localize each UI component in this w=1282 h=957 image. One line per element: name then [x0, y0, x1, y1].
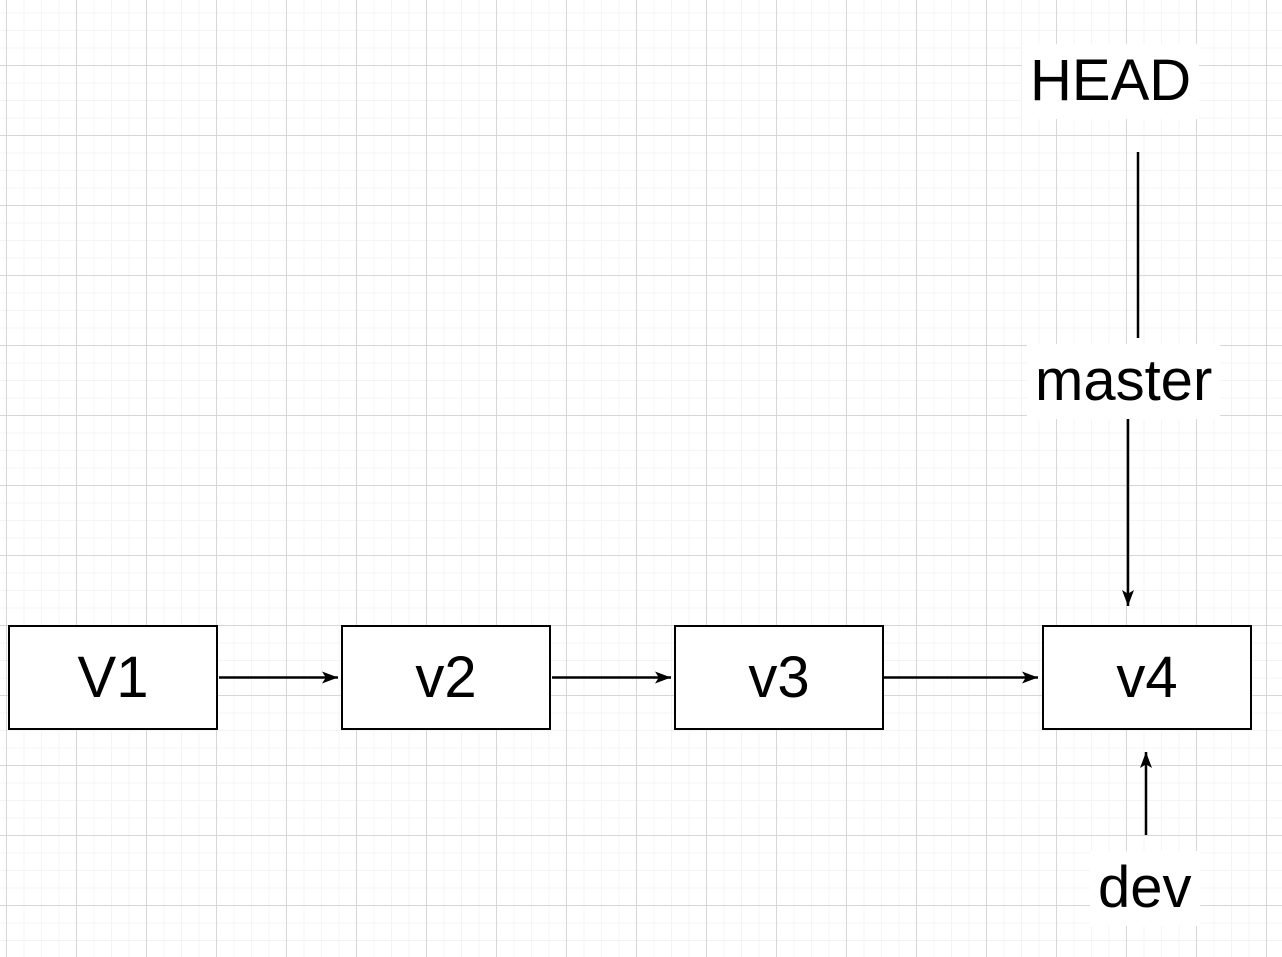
node-v4-label: v4	[1116, 644, 1178, 710]
node-v3-label: v3	[748, 644, 810, 710]
node-v4[interactable]: v4	[1042, 625, 1252, 730]
node-v3[interactable]: v3	[674, 625, 884, 730]
node-v1-label: V1	[77, 644, 149, 710]
node-v2[interactable]: v2	[341, 625, 551, 730]
node-v2-label: v2	[415, 644, 477, 710]
label-dev[interactable]: dev	[1090, 851, 1200, 926]
node-v1[interactable]: V1	[8, 625, 218, 730]
label-master[interactable]: master	[1027, 344, 1221, 419]
label-head[interactable]: HEAD	[1022, 44, 1200, 119]
